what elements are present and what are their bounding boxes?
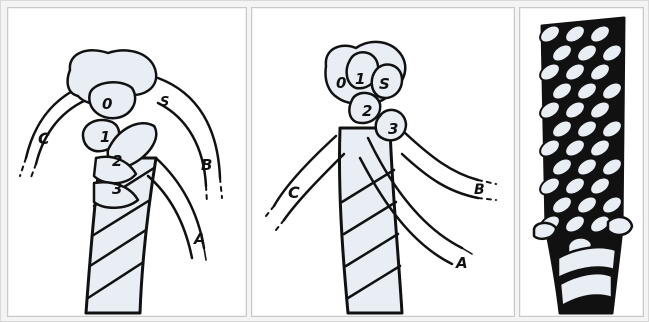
label-2: 2 [112, 152, 122, 170]
label-0: 0 [336, 74, 346, 92]
label-s: S [379, 75, 390, 93]
label-0: 0 [102, 95, 112, 113]
strand-b [404, 132, 478, 180]
rope-diagram-step-1: C 0 S B 1 2 3 A [8, 8, 247, 317]
label-c: C [288, 183, 300, 202]
label-2: 2 [362, 102, 372, 120]
label-b: B [201, 156, 212, 174]
label-1: 1 [100, 128, 110, 146]
label-a: A [455, 254, 468, 272]
strand-end-right [608, 217, 632, 235]
rope-diagram-step-2: 0 1 S 2 3 C B A [252, 8, 515, 317]
label-3: 3 [112, 180, 122, 198]
label-b: B [474, 182, 485, 198]
panel-finished-sinnet [519, 7, 644, 317]
panel-step-2: 0 1 S 2 3 C B A [251, 7, 515, 317]
panel-step-1: C 0 S B 1 2 3 A [7, 7, 247, 317]
strand-c [26, 88, 78, 158]
strand-end-left [534, 223, 556, 239]
label-s: S [160, 95, 169, 110]
label-a: A [193, 230, 206, 248]
label-3: 3 [388, 120, 398, 138]
rope-diagram-finished [520, 8, 644, 317]
label-1: 1 [355, 70, 365, 88]
label-c: C [38, 129, 50, 148]
